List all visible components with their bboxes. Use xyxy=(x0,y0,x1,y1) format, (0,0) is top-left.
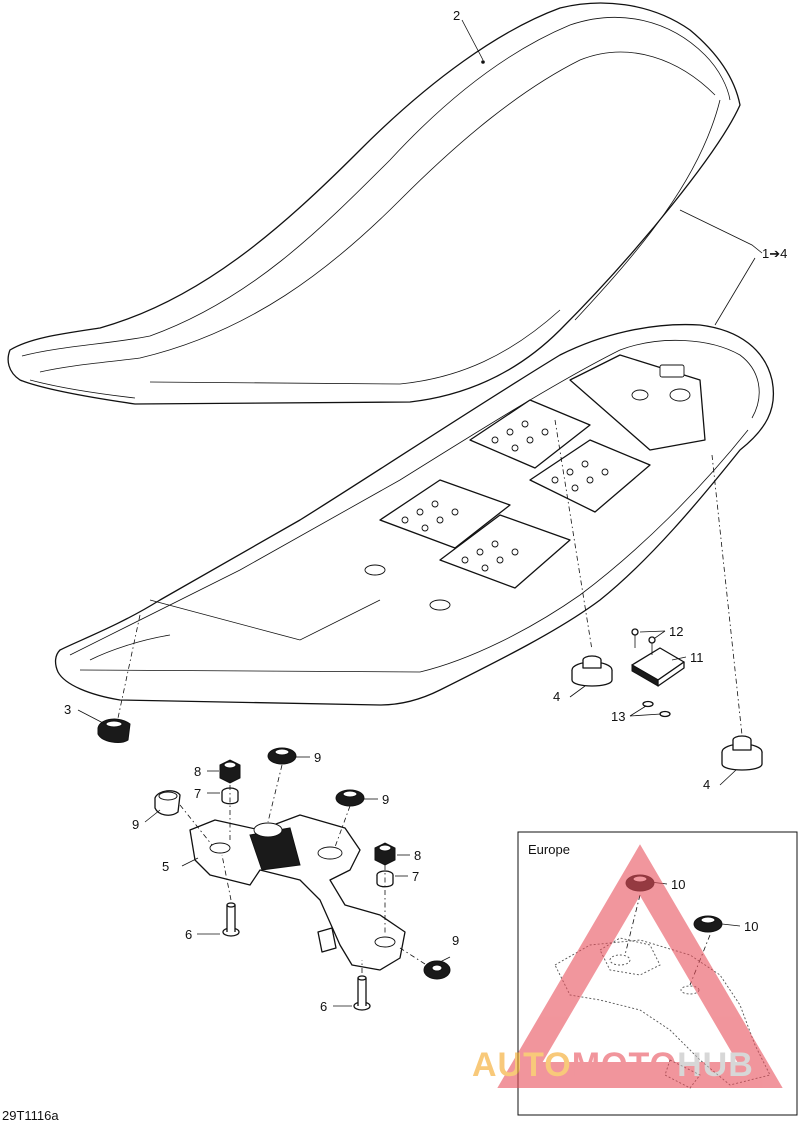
callout-11: 11 xyxy=(690,650,704,665)
screws-12 xyxy=(631,628,656,655)
callout-7-left: 7 xyxy=(194,786,201,801)
nut-8-right xyxy=(374,842,396,866)
seat-cushion xyxy=(7,2,741,405)
watermark-part-2: MOTO xyxy=(572,1046,677,1084)
bolt-6-right xyxy=(353,975,371,1011)
callout-9-mid: 9 xyxy=(382,792,389,807)
leader-lines xyxy=(77,19,763,1007)
bumper-4-right xyxy=(721,735,763,771)
grommet-9-a xyxy=(267,747,297,765)
callout-6-left: 6 xyxy=(185,927,192,942)
callout-labels: 2 1➔4 3 4 4 5 6 6 7 7 8 8 9 9 9 9 10 10 … xyxy=(2,8,787,1123)
assembly-dash-lines xyxy=(117,419,743,973)
callout-9-bottom: 9 xyxy=(452,933,459,948)
bumper-4-left xyxy=(571,655,613,687)
seat-bracket-5 xyxy=(189,814,406,971)
watermark-part-3: HUB xyxy=(677,1046,754,1084)
callout-9-top: 9 xyxy=(314,750,321,765)
seat-base xyxy=(54,323,775,706)
callout-10-top: 10 xyxy=(671,877,685,892)
callout-8-right: 8 xyxy=(414,848,421,863)
grommet-9-b xyxy=(335,789,365,807)
grommet-9-d xyxy=(423,960,451,980)
grommet-9-c xyxy=(154,790,181,816)
watermark-logo: AUTOMOTOHUB xyxy=(472,844,783,1088)
drawing-reference: 29T1116a xyxy=(2,1108,59,1123)
washers-13 xyxy=(642,700,671,718)
inset-title: Europe xyxy=(528,842,570,857)
nut-8-left xyxy=(219,759,241,784)
callout-6-right: 6 xyxy=(320,999,327,1014)
perforation-holes xyxy=(401,420,609,572)
watermark-part-1: AUTO xyxy=(472,1046,572,1084)
callout-13: 13 xyxy=(611,709,625,724)
callout-2: 2 xyxy=(453,8,460,23)
callout-4-left: 4 xyxy=(553,689,560,704)
callout-9-left: 9 xyxy=(132,817,139,832)
callout-1-4: 1➔4 xyxy=(762,246,787,261)
callout-8-left: 8 xyxy=(194,764,201,779)
bolt-6-left xyxy=(222,902,240,937)
bumper-3 xyxy=(97,718,131,743)
callout-12: 12 xyxy=(669,624,683,639)
latch-plate-11 xyxy=(631,647,685,687)
callout-5: 5 xyxy=(162,859,169,874)
grommet-10-b xyxy=(693,915,723,933)
callout-3: 3 xyxy=(64,702,71,717)
callout-4-right: 4 xyxy=(703,777,710,792)
callout-7-right: 7 xyxy=(412,869,419,884)
svg-text:AUTOMOTOHUB: AUTOMOTOHUB xyxy=(472,1046,754,1084)
callout-10-bottom: 10 xyxy=(744,919,758,934)
